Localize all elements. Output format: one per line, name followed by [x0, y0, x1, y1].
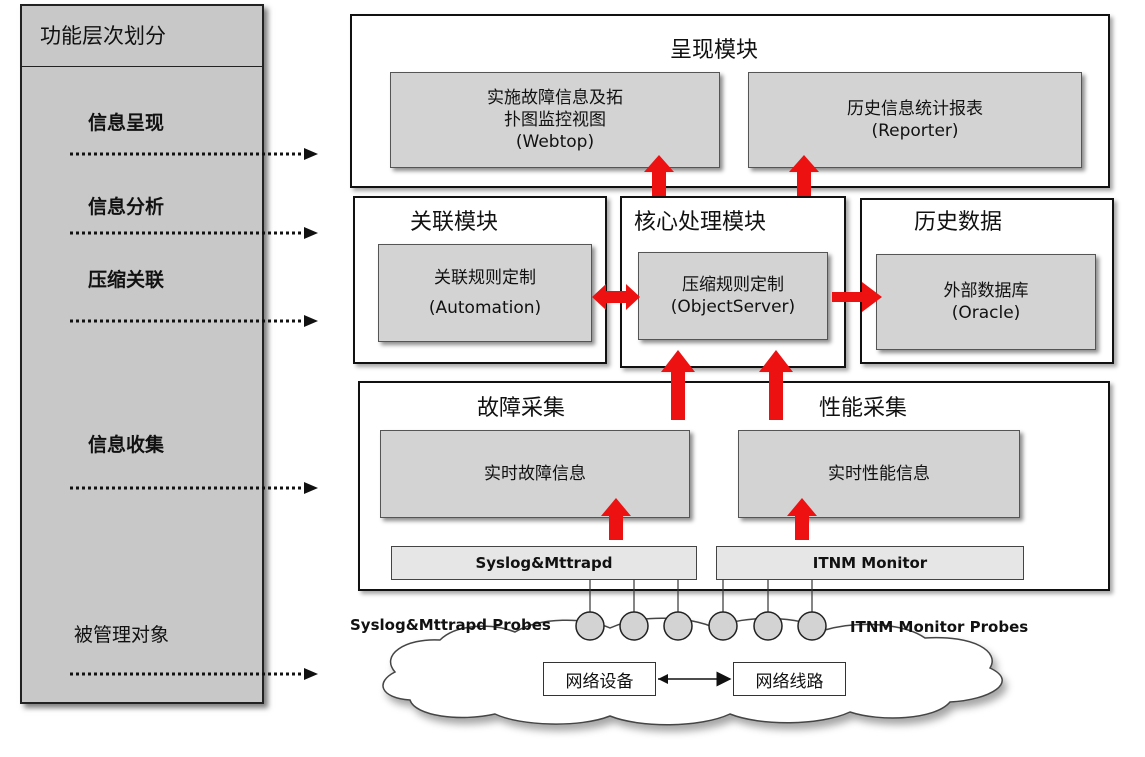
probe-circle	[708, 611, 738, 641]
layer-label-collection: 信息收集	[88, 434, 165, 456]
arrow-perf-to-core	[759, 350, 793, 420]
network-device-box: 网络设备	[543, 662, 656, 696]
reporter-line2: (Reporter)	[871, 121, 959, 141]
network-cloud	[382, 617, 1003, 726]
arrow-perf-bar-up	[787, 498, 817, 540]
core-module-title: 核心处理模块	[634, 210, 767, 235]
arrow-fault-bar-up	[601, 498, 631, 540]
oracle-box: 外部数据库 (Oracle)	[876, 254, 1096, 350]
probe-circle	[753, 611, 783, 641]
arrow-core-to-oracle	[832, 282, 882, 312]
automation-line1: 关联规则定制	[434, 268, 536, 288]
realtime-perf-label: 实时性能信息	[828, 464, 930, 484]
reporter-line1: 历史信息统计报表	[847, 99, 983, 119]
perf-collection-title: 性能采集	[819, 396, 908, 421]
layer-label-presentation: 信息呈现	[88, 112, 165, 134]
automation-line2: (Automation)	[428, 298, 542, 318]
oracle-line2: (Oracle)	[951, 303, 1021, 323]
realtime-fault-label: 实时故障信息	[484, 464, 586, 484]
webtop-line1: 实施故障信息及拓	[487, 88, 623, 108]
objectserver-line2: (ObjectServer)	[670, 297, 796, 317]
reporter-box: 历史信息统计报表 (Reporter)	[748, 72, 1082, 168]
webtop-box: 实施故障信息及拓 扑图监控视图 (Webtop)	[390, 72, 720, 168]
layer-label-correlation: 压缩关联	[88, 269, 165, 291]
probe-circle	[575, 611, 605, 641]
presentation-module-title: 呈现模块	[670, 38, 759, 63]
network-line-box: 网络线路	[733, 662, 846, 696]
probe-circle	[619, 611, 649, 641]
probe-connectors	[589, 580, 813, 612]
correlation-module-title: 关联模块	[410, 210, 499, 235]
probe-circle	[797, 611, 827, 641]
fault-collection-title: 故障采集	[477, 396, 566, 421]
dotted-arrow-heads	[304, 148, 318, 680]
realtime-perf-box: 实时性能信息	[738, 430, 1020, 518]
objectserver-box: 压缩规则定制 (ObjectServer)	[638, 252, 828, 340]
syslog-mttrapd-bar: Syslog&Mttrapd	[391, 546, 697, 580]
layer-label-analysis: 信息分析	[88, 196, 165, 218]
sidebar-panel	[20, 4, 264, 704]
red-arrows	[592, 155, 882, 540]
itnm-monitor-bar: ITNM Monitor	[716, 546, 1024, 580]
probe-circle	[663, 611, 693, 641]
layer-label-managed-objects: 被管理对象	[74, 624, 170, 646]
automation-box: 关联规则定制 (Automation)	[378, 244, 592, 342]
arrow-fault-to-core	[661, 350, 695, 420]
arrow-reporter-up	[789, 155, 819, 196]
sidebar-divider	[20, 66, 264, 67]
webtop-line3: (Webtop)	[515, 132, 595, 152]
arrow-core-automation-double	[592, 284, 640, 310]
layer-dotted-arrows	[70, 152, 305, 676]
network-link-arrow-left-head	[658, 674, 668, 684]
webtop-line2: 扑图监控视图	[504, 110, 606, 130]
right-probes-label: ITNM Monitor Probes	[850, 618, 1029, 636]
history-module-title: 历史数据	[914, 210, 1003, 235]
probe-circles	[575, 611, 827, 641]
arrow-webtop-up	[644, 155, 674, 196]
oracle-line1: 外部数据库	[943, 281, 1029, 301]
sidebar-title: 功能层次划分	[40, 24, 166, 48]
left-probes-label: Syslog&Mttrapd Probes	[350, 616, 551, 634]
objectserver-line1: 压缩规则定制	[682, 275, 784, 295]
realtime-fault-box: 实时故障信息	[380, 430, 690, 518]
